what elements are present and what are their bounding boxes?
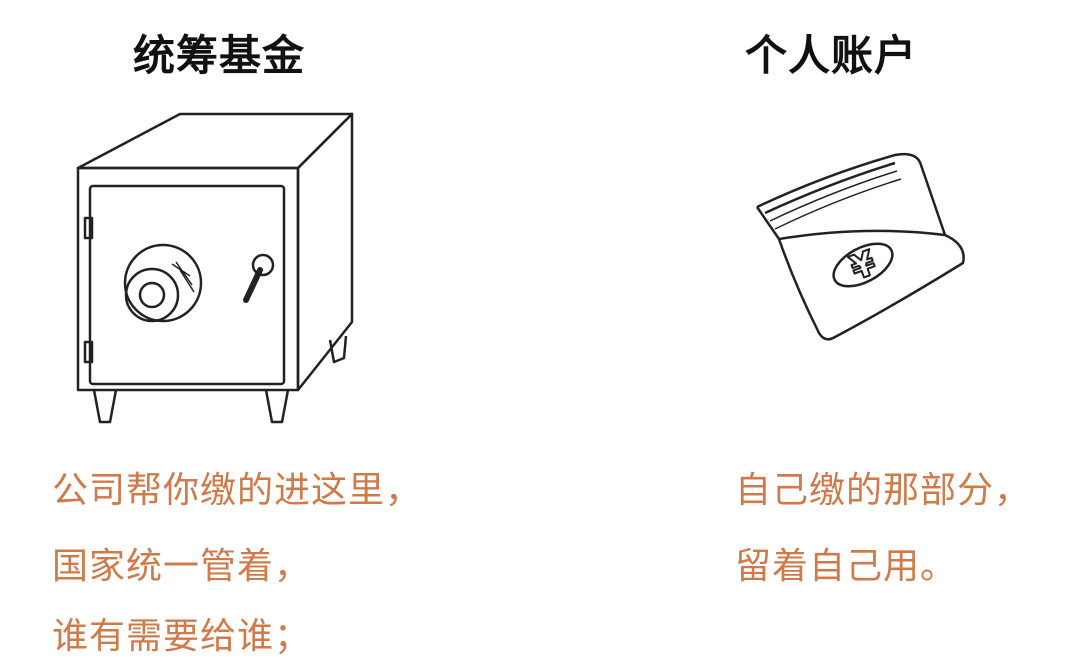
right-title: 个人账户 xyxy=(745,31,918,80)
safe-icon xyxy=(76,112,354,424)
wallet-icon: ¥ xyxy=(755,152,965,341)
svg-text:¥: ¥ xyxy=(845,243,881,289)
left-line-1: 公司帮你缴的进这里， xyxy=(52,470,423,511)
right-line-2: 留着自己用。 xyxy=(735,546,958,587)
left-line-2: 国家统一管着， xyxy=(52,546,312,587)
left-title: 统筹基金 xyxy=(133,31,306,80)
left-description: 公司帮你缴的进这里， 国家统一管着， 谁有需要给谁； xyxy=(52,472,422,656)
right-line-1: 自己缴的那部分， xyxy=(735,470,1032,511)
right-description: 自己缴的那部分， 留着自己用。 xyxy=(735,472,1031,586)
left-line-3: 谁有需要给谁； xyxy=(52,616,312,657)
